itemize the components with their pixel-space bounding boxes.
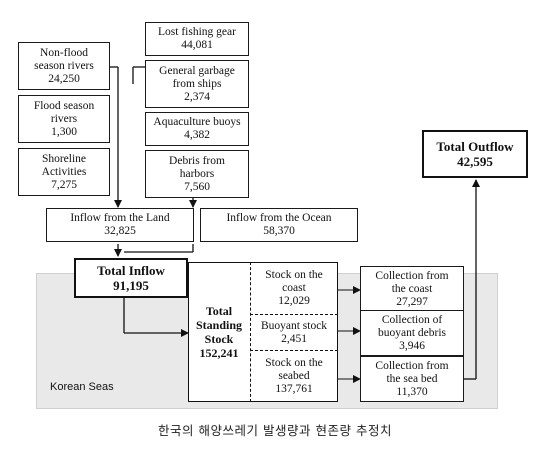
total-inflow-box: Total Inflow 91,195 bbox=[74, 258, 188, 298]
stock-cell: Stock on the coast 12,029 bbox=[251, 263, 337, 314]
ocean-source-box: Debris from harbors 7,560 bbox=[145, 150, 249, 198]
ocean-source-label: from ships bbox=[172, 77, 222, 90]
land-source-label: season rivers bbox=[34, 59, 94, 72]
ocean-source-label: Aquaculture buoys bbox=[153, 116, 241, 128]
korean-seas-label: Korean Seas bbox=[50, 381, 114, 393]
inflow-land-value: 32,825 bbox=[104, 225, 136, 237]
ocean-source-label: Debris from bbox=[169, 154, 225, 167]
inflow-ocean-label: Inflow from the Ocean bbox=[226, 212, 332, 224]
ocean-source-box: General garbage from ships 2,374 bbox=[145, 60, 249, 108]
land-source-label: rivers bbox=[50, 112, 78, 125]
figure-caption: 한국의 해양쓰레기 발생량과 현존량 추정치 bbox=[158, 423, 392, 438]
land-source-label: Non-flood bbox=[40, 46, 88, 59]
ocean-source-value: 4,382 bbox=[184, 129, 210, 141]
total-standing-stock: Total Standing Stock 152,241 bbox=[188, 262, 250, 402]
total-standing-label: Standing bbox=[195, 318, 243, 332]
land-source-label: Flood season bbox=[33, 99, 95, 112]
ocean-source-value: 7,560 bbox=[184, 180, 210, 193]
stock-label: Stock on the bbox=[265, 357, 323, 369]
stock-divider bbox=[250, 350, 338, 351]
stock-label: Buoyant stock bbox=[260, 319, 328, 332]
stock-value: 137,761 bbox=[275, 383, 313, 395]
total-standing-label: Total bbox=[205, 304, 233, 318]
stock-label: Stock on the bbox=[265, 269, 323, 281]
collection-label: Collection of bbox=[381, 313, 443, 326]
ocean-source-label: harbors bbox=[179, 167, 215, 180]
ocean-source-label: General garbage bbox=[159, 64, 235, 77]
land-source-value: 7,275 bbox=[51, 178, 77, 191]
stock-divider bbox=[250, 262, 251, 402]
stock-divider bbox=[250, 314, 338, 315]
land-source-box: Flood season rivers 1,300 bbox=[18, 95, 110, 143]
inflow-land-box: Inflow from the Land 32,825 bbox=[46, 208, 194, 242]
inflow-land-label: Inflow from the Land bbox=[70, 212, 170, 224]
collection-value: 11,370 bbox=[396, 385, 428, 398]
total-outflow-value: 42,595 bbox=[457, 154, 493, 169]
ocean-source-label: Lost fishing gear bbox=[158, 26, 236, 38]
ocean-source-box: Aquaculture buoys 4,382 bbox=[145, 112, 249, 146]
ocean-source-value: 44,081 bbox=[181, 39, 213, 51]
land-source-value: 24,250 bbox=[48, 72, 80, 85]
stock-value: 2,451 bbox=[281, 332, 307, 345]
standing-stock-block bbox=[188, 262, 338, 402]
stock-cell: Stock on the seabed 137,761 bbox=[251, 351, 337, 402]
stock-cell: Buoyant stock 2,451 bbox=[251, 315, 337, 350]
stock-label: seabed bbox=[278, 370, 310, 382]
total-outflow-box: Total Outflow 42,595 bbox=[422, 130, 528, 178]
collection-label: the sea bed bbox=[386, 372, 438, 385]
collection-box: Collection from the sea bed 11,370 bbox=[360, 356, 464, 402]
collection-label: buoyant debris bbox=[377, 326, 447, 339]
land-source-label: Shoreline bbox=[41, 152, 87, 165]
total-outflow-label: Total Outflow bbox=[436, 139, 514, 154]
land-source-box: Shoreline Activities 7,275 bbox=[18, 148, 110, 196]
collection-box: Collection from the coast 27,297 bbox=[360, 266, 464, 312]
ocean-source-value: 2,374 bbox=[184, 90, 210, 103]
total-inflow-value: 91,195 bbox=[113, 278, 149, 293]
inflow-ocean-value: 58,370 bbox=[263, 225, 295, 237]
collection-value: 27,297 bbox=[396, 295, 428, 308]
collection-label: Collection from bbox=[375, 269, 449, 282]
collection-label: the coast bbox=[391, 282, 433, 295]
total-inflow-label: Total Inflow bbox=[97, 263, 165, 278]
total-standing-value: 152,241 bbox=[199, 346, 239, 360]
stock-value: 12,029 bbox=[278, 295, 310, 307]
collection-box: Collection of buoyant debris 3,946 bbox=[360, 310, 464, 356]
land-source-value: 1,300 bbox=[51, 125, 77, 138]
stock-label: coast bbox=[282, 282, 306, 294]
ocean-source-box: Lost fishing gear 44,081 bbox=[145, 22, 249, 56]
land-source-box: Non-flood season rivers 24,250 bbox=[18, 42, 110, 90]
land-source-label: Activities bbox=[41, 165, 87, 178]
collection-label: Collection from bbox=[375, 359, 449, 372]
total-standing-label: Stock bbox=[204, 332, 234, 346]
collection-value: 3,946 bbox=[399, 339, 425, 352]
inflow-ocean-box: Inflow from the Ocean 58,370 bbox=[200, 208, 358, 242]
